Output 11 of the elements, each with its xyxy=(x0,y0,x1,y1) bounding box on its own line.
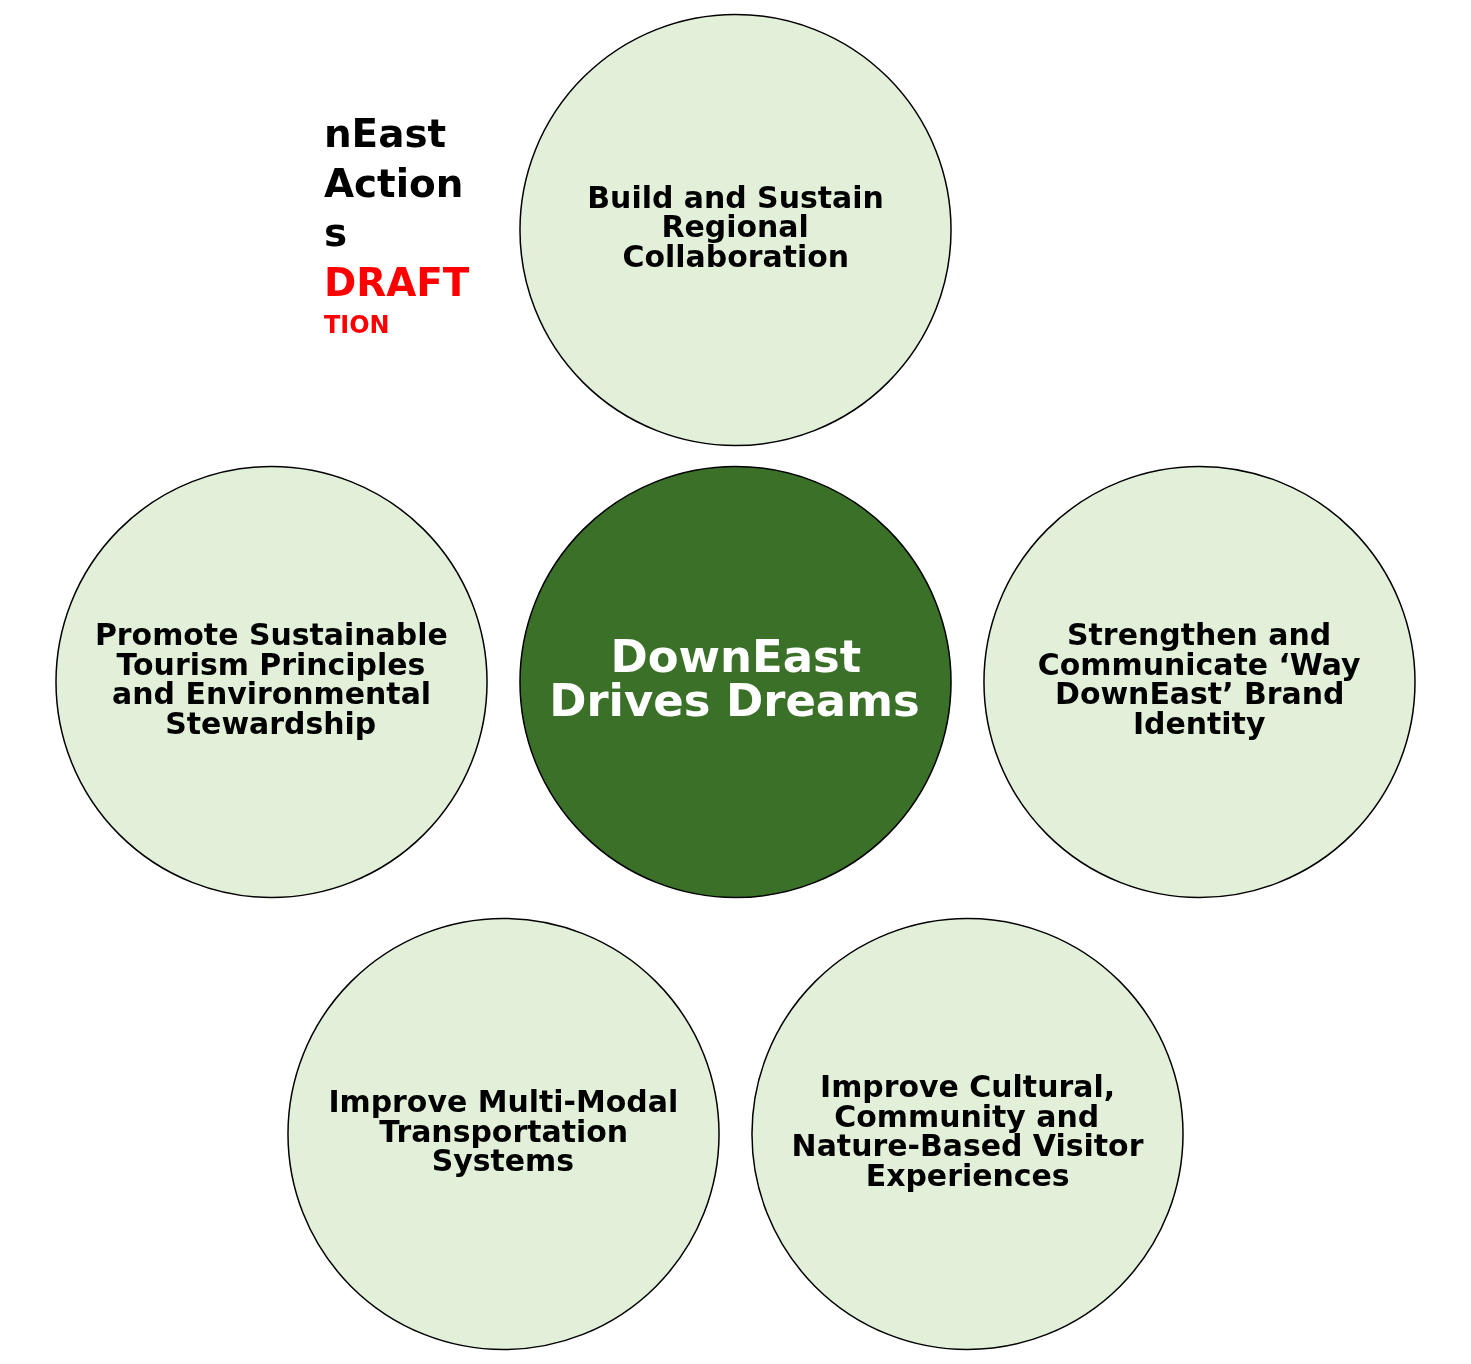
node-circle: Promote Sustainable Tourism Principles and Environmental Stewardship xyxy=(55,465,488,899)
node-circle: Improve Cultural, Community and Nature-Based Visitor Experiences xyxy=(751,917,1184,1351)
node-circle: DownEast Drives Dreams xyxy=(519,465,952,899)
label: TION xyxy=(323,310,390,339)
node-circle: Build and Sustain Regional Collaboration xyxy=(519,13,952,447)
label: DRAFT xyxy=(323,259,470,305)
label: s xyxy=(323,210,348,256)
node-circle: Strengthen and Communicate ‘Way DownEast’ Brand Identity xyxy=(983,465,1416,899)
label: Action xyxy=(323,160,464,206)
node-circle: Improve Multi-Modal Transportation Systems xyxy=(287,917,720,1351)
label: nEast xyxy=(323,111,447,157)
